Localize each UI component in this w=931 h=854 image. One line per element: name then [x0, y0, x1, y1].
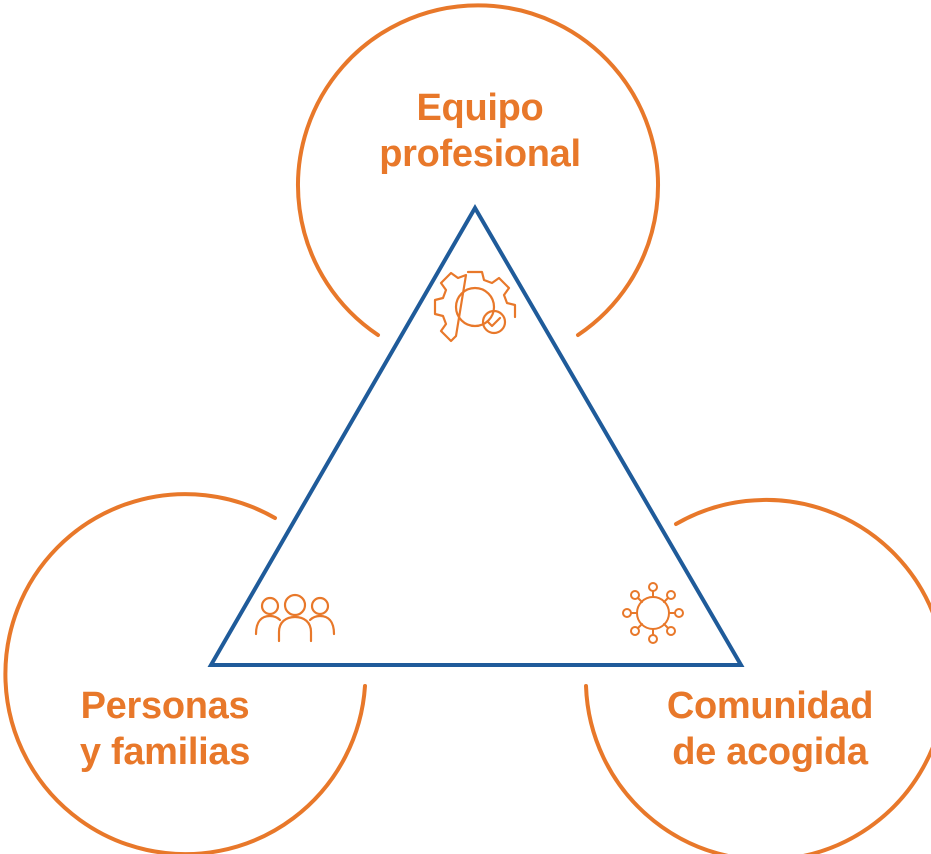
label-top-line2: profesional: [379, 133, 581, 175]
label-right-line1: Comunidad: [666, 685, 874, 727]
label-left-line2: y familias: [79, 731, 251, 773]
people-group-icon: [254, 593, 336, 643]
circle-left: [3, 492, 367, 854]
gear-check-icon: [433, 270, 517, 343]
label-equipo-profesional: Equipo profesional: [330, 85, 630, 177]
community-network-icon: [622, 582, 684, 644]
circle-right: [584, 498, 931, 854]
label-top-line1: Equipo: [416, 87, 544, 129]
label-left-line1: Personas: [80, 685, 250, 727]
label-comunidad-acogida: Comunidad de acogida: [620, 683, 920, 775]
circle-top: [296, 3, 660, 337]
label-personas-familias: Personas y familias: [30, 683, 300, 775]
triangle-outline: [207, 204, 745, 667]
label-right-line2: de acogida: [672, 731, 868, 773]
